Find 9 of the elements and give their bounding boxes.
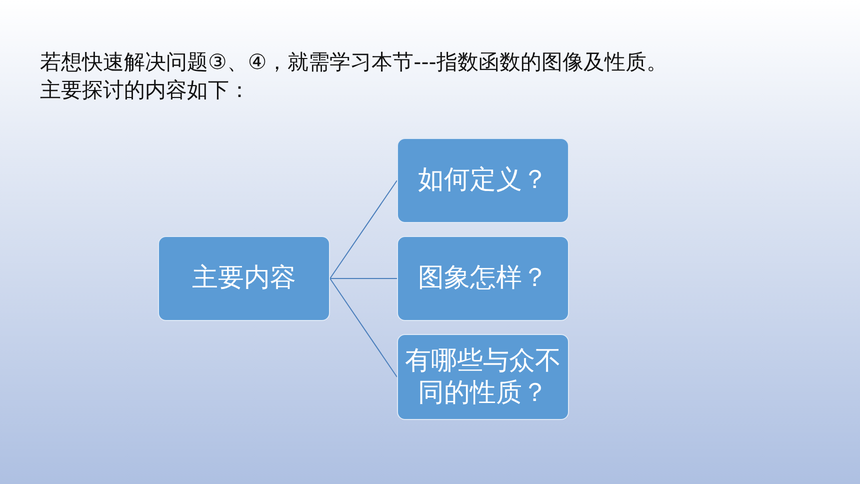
connector-line (330, 278, 398, 279)
topic-box: 图象怎样？ (397, 236, 569, 321)
topic-box: 主要内容 (158, 236, 330, 321)
connector-line (330, 180, 398, 279)
connector-line (330, 278, 398, 378)
intro-text: 若想快速解决问题③、④，就需学习本节---指数函数的图像及性质。 (40, 49, 668, 76)
topic-box: 有哪些与众不同的性质？ (397, 334, 569, 420)
topic-box: 如何定义？ (397, 138, 569, 223)
intro-text: 主要探讨的内容如下： (40, 77, 250, 104)
